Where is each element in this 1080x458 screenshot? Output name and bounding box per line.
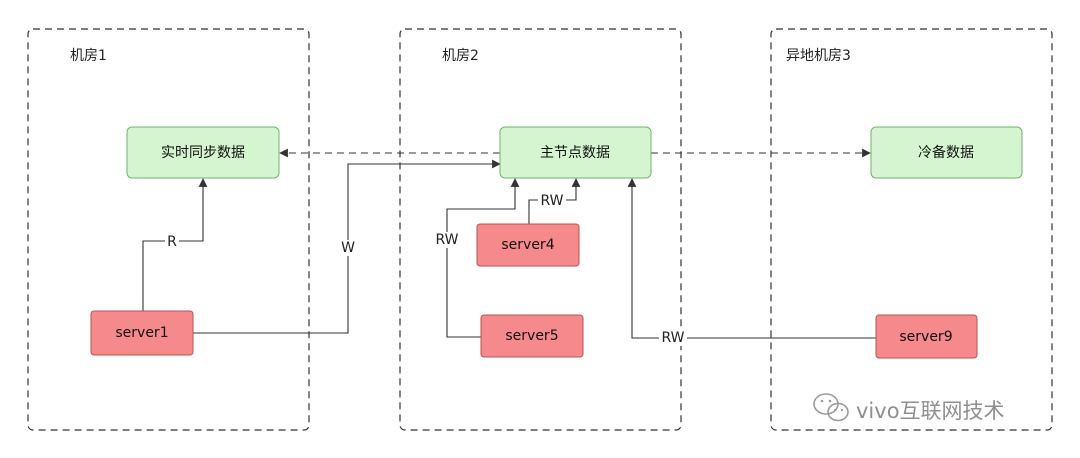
watermark: vivo互联网技术 — [813, 393, 1005, 423]
watermark-text: vivo互联网技术 — [856, 399, 1005, 423]
node-sync-data[interactable]: 实时同步数据 — [126, 126, 280, 179]
edge-label-server4-rw: RW — [538, 193, 566, 209]
node-server1[interactable]: server1 — [90, 310, 194, 356]
node-server4[interactable]: server4 — [476, 223, 580, 267]
edge-server5-rw — [446, 178, 520, 338]
node-server9-label: server9 — [899, 329, 952, 345]
zone-room2: 机房2 — [399, 28, 682, 431]
node-cold-backup-label: 冷备数据 — [918, 144, 974, 161]
node-sync-data-label: 实时同步数据 — [161, 145, 245, 161]
wechat-icon — [813, 393, 849, 422]
zone-room1-label: 机房1 — [70, 48, 107, 64]
edge-label-server5-rw: RW — [433, 232, 461, 248]
zone-room3-label: 异地机房3 — [786, 48, 851, 64]
node-master-data[interactable]: 主节点数据 — [499, 126, 652, 179]
edge-label-server9-rw: RW — [659, 330, 687, 346]
svg-text:W: W — [341, 240, 355, 256]
svg-text:RW: RW — [661, 330, 684, 346]
node-server9[interactable]: server9 — [875, 314, 978, 359]
edge-label-server1-read: R — [165, 234, 179, 250]
edge-server9-rw — [627, 178, 876, 339]
node-server5[interactable]: server5 — [480, 314, 584, 358]
node-master-data-label: 主节点数据 — [540, 145, 610, 161]
edge-label-server1-write: W — [340, 240, 356, 256]
node-cold-backup[interactable]: 冷备数据 — [870, 126, 1023, 179]
svg-text:R: R — [167, 234, 177, 250]
zone-room1: 机房1 — [27, 28, 310, 431]
svg-text:RW: RW — [435, 232, 458, 248]
node-server4-label: server4 — [501, 237, 554, 253]
svg-text:RW: RW — [540, 193, 563, 209]
node-server1-label: server1 — [115, 325, 168, 341]
zone-room3: 异地机房3 — [770, 28, 1053, 431]
node-server5-label: server5 — [505, 328, 558, 344]
zone-room2-label: 机房2 — [442, 48, 479, 64]
